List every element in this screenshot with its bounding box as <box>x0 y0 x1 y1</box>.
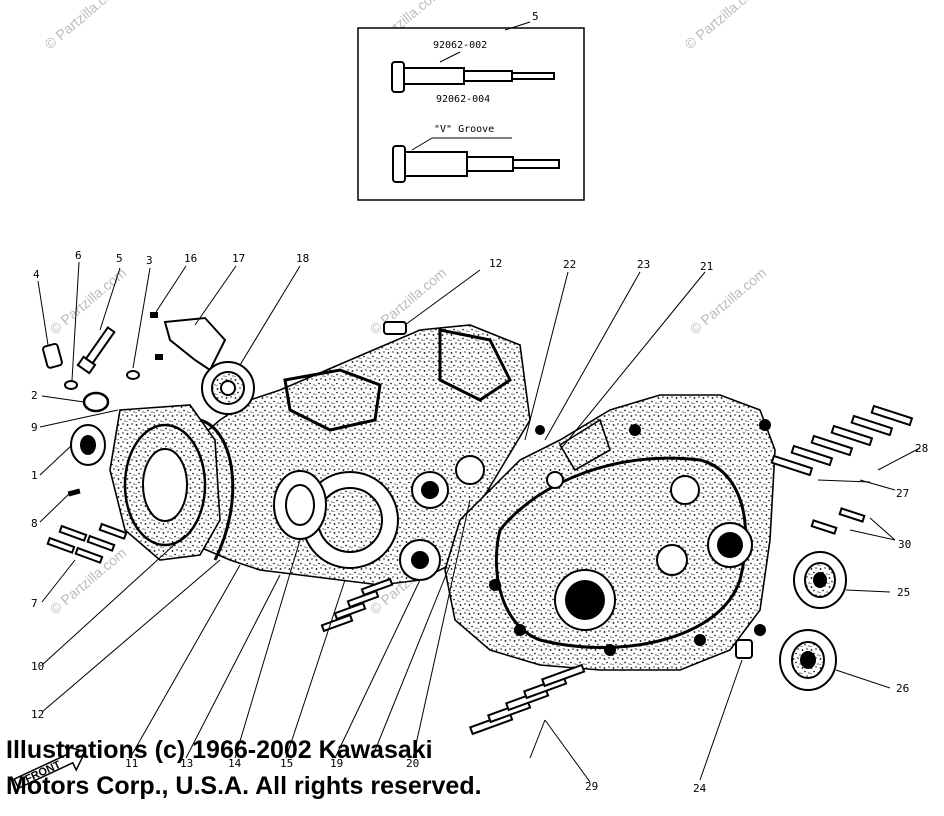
cover-plate-part-17 <box>163 316 227 372</box>
callout-11: 11 <box>125 757 138 770</box>
callout-27: 27 <box>896 487 909 500</box>
watermark-text: © Partzilla.com <box>367 264 450 337</box>
pin-part-8 <box>67 488 81 497</box>
callout-30: 30 <box>898 538 911 551</box>
left-side-cover <box>109 404 235 561</box>
inset-leader <box>504 21 531 31</box>
bolt-group-part-29 <box>468 663 586 736</box>
bearing-part-25 <box>793 551 847 609</box>
inset-part-a: 92062-002 <box>433 40 487 51</box>
callout-23: 23 <box>637 258 650 271</box>
watermark-text: © Partzilla.com <box>687 264 770 337</box>
cover-gasket-arc <box>199 418 235 561</box>
callout-25: 25 <box>897 586 910 599</box>
screw-part-5 <box>76 326 116 375</box>
callout-24: 24 <box>693 782 707 795</box>
callout-6: 6 <box>75 249 82 262</box>
callout-15: 15 <box>280 757 293 770</box>
callout-26: 26 <box>896 682 909 695</box>
left-crankcase-half <box>179 324 531 586</box>
rear-mount-rib <box>438 328 512 402</box>
callout-14: 14 <box>228 757 242 770</box>
callout-labels: 4 6 5 3 16 17 18 12 22 23 21 2 9 1 8 7 1… <box>31 249 928 795</box>
ring-part-3 <box>126 370 140 380</box>
callout-12-bottom: 12 <box>31 708 44 721</box>
bolt-group-part-30 <box>810 507 866 535</box>
callout-20: 20 <box>406 757 419 770</box>
bolt-part-16 <box>150 312 163 360</box>
dowel-pin-part-4 <box>42 342 63 369</box>
callout-29: 29 <box>585 780 598 793</box>
bearing-part-26 <box>779 629 837 691</box>
callout-22: 22 <box>563 258 576 271</box>
crankcase-screw-variant-a <box>391 51 555 93</box>
ring-part-6 <box>64 380 78 390</box>
callout-16: 16 <box>184 252 197 265</box>
callout-10: 10 <box>31 660 44 673</box>
callout-28: 28 <box>915 442 928 455</box>
callout-19: 19 <box>330 757 343 770</box>
rear-mount-bosses <box>535 418 611 489</box>
inset-groove-label: "V" Groove <box>434 124 494 135</box>
callout-4: 4 <box>33 268 40 281</box>
upper-mount-rib <box>283 368 382 432</box>
inset-box: 5 92062-002 92062-004 "V" Groove <box>357 10 585 201</box>
drain-plug-part-24 <box>735 639 753 659</box>
right-crankcase-half <box>444 394 776 671</box>
countershaft-bore <box>656 544 688 576</box>
bearing-part-18 <box>201 361 255 415</box>
callout-21: 21 <box>700 260 713 273</box>
shift-bearing <box>455 455 485 485</box>
callout-13: 13 <box>180 757 193 770</box>
oil-seal-part-1 <box>70 424 106 466</box>
watermark-text: © Partzilla.com <box>42 0 125 52</box>
callout-9: 9 <box>31 421 38 434</box>
inset-callout: 5 <box>532 10 539 23</box>
callout-7: 7 <box>31 597 38 610</box>
callout-18: 18 <box>296 252 309 265</box>
callout-12-top: 12 <box>489 257 502 270</box>
callout-8: 8 <box>31 517 38 530</box>
crankcase-screw-variant-b <box>392 137 560 183</box>
callout-3: 3 <box>146 254 153 267</box>
copyright-line-1: Illustrations (c) 1966-2002 Kawasaki <box>6 736 433 764</box>
inset-part-b: 92062-004 <box>436 94 490 105</box>
dowel-pin-part-12 <box>383 321 407 335</box>
watermark-text: © Partzilla.com <box>682 0 765 52</box>
bolt-group-part-27 <box>770 404 914 477</box>
watermark-text: © Partzilla.com <box>47 264 130 337</box>
screw-group-part-7 <box>46 522 128 564</box>
callout-5: 5 <box>116 252 123 265</box>
callout-1: 1 <box>31 469 38 482</box>
callout-17: 17 <box>232 252 245 265</box>
leader-lines <box>37 261 921 783</box>
o-ring-part-2 <box>82 391 110 413</box>
inset-border <box>357 27 585 201</box>
callout-2: 2 <box>31 389 38 402</box>
copyright-line-2: Motors Corp., U.S.A. All rights reserved… <box>6 772 482 800</box>
